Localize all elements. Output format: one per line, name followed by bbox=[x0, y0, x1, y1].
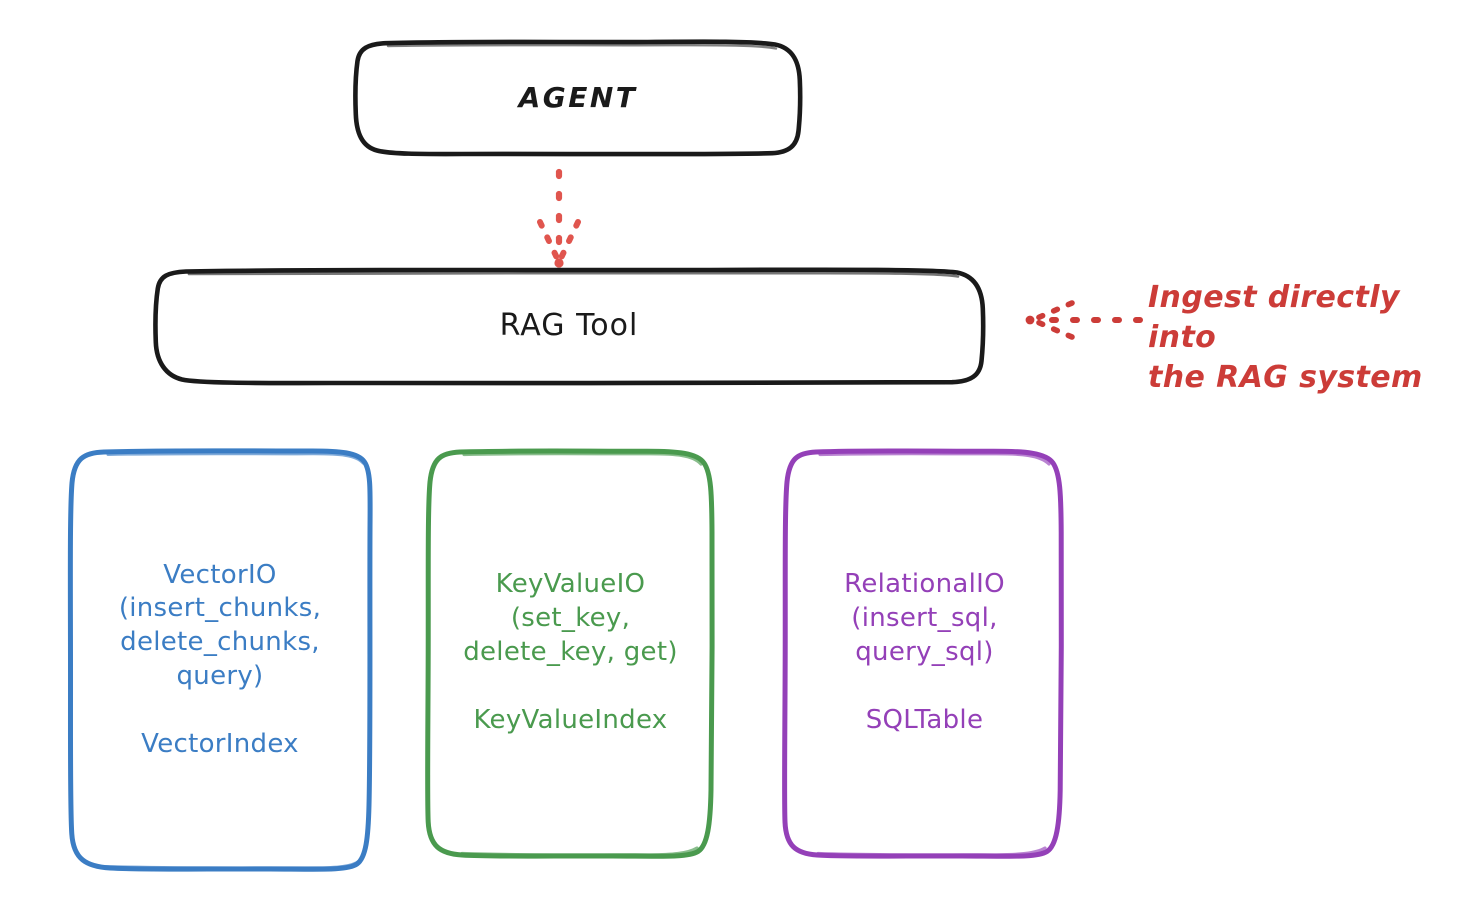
ingest-dotted-arrow-left-icon bbox=[1025, 300, 1143, 340]
key-value-io-api-label: KeyValueIO (set_key, delete_key, get) bbox=[463, 569, 678, 667]
relational-io-box-outline bbox=[782, 448, 1064, 859]
rag-tool-box-outline bbox=[153, 267, 986, 386]
key-value-io-box-outline bbox=[425, 448, 715, 859]
relational-io-index-label: SQLTable bbox=[865, 704, 984, 735]
vector-io-node[interactable]: VectorIO (insert_chunks, delete_chunks, … bbox=[70, 450, 370, 870]
vector-io-box-outline bbox=[67, 448, 373, 872]
agent-to-rag-tool-connector bbox=[537, 168, 581, 268]
key-value-io-index-label: KeyValueIndex bbox=[473, 704, 668, 735]
agent-node[interactable]: AGENT bbox=[355, 42, 801, 154]
vector-io-index-label: VectorIndex bbox=[141, 728, 299, 759]
agent-label: AGENT bbox=[518, 80, 638, 114]
key-value-io-node[interactable]: KeyValueIO (set_key, delete_key, get) Ke… bbox=[428, 450, 713, 856]
rag-tool-label: RAG Tool bbox=[499, 307, 639, 343]
ingest-annotation: Ingest directly into the RAG system bbox=[1148, 278, 1478, 398]
agent-box-outline bbox=[353, 39, 803, 157]
ingest-annotation-label: Ingest directly into the RAG system bbox=[1148, 280, 1423, 395]
relational-io-api-label: RelationalIO (insert_sql, query_sql) bbox=[844, 569, 1005, 667]
relational-io-node[interactable]: RelationalIO (insert_sql, query_sql) SQL… bbox=[785, 450, 1064, 856]
vector-io-api-label: VectorIO (insert_chunks, delete_chunks, … bbox=[118, 559, 322, 691]
rag-tool-node[interactable]: RAG Tool bbox=[155, 270, 983, 382]
